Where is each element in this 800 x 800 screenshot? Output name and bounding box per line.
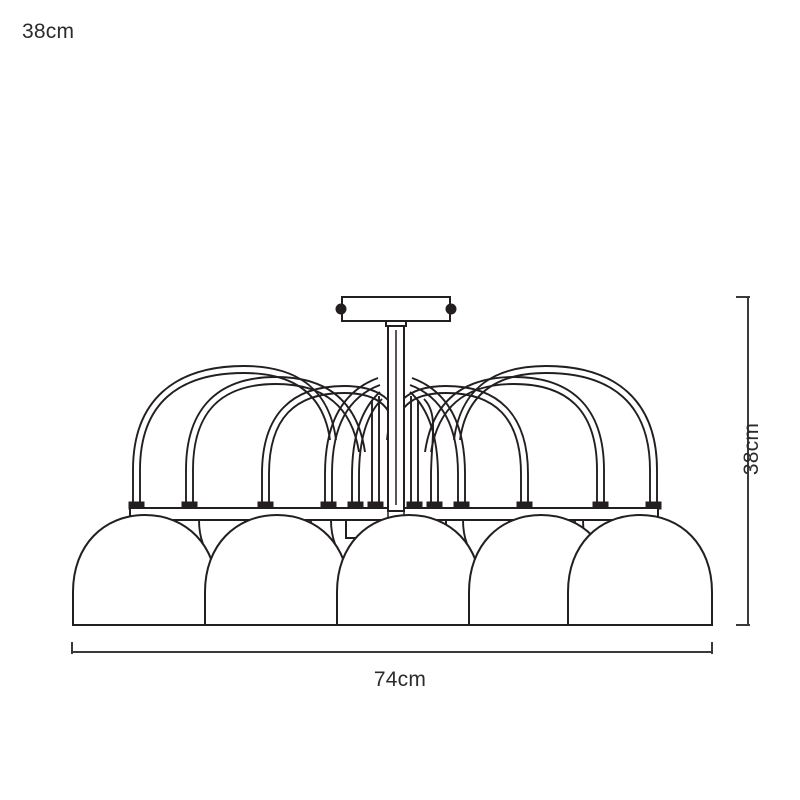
stem-and-ceiling-plate <box>335 296 457 512</box>
width-dimension-line <box>71 642 713 654</box>
corner-dimension-label: 38cm <box>22 20 75 43</box>
front-shade-row <box>72 513 713 626</box>
width-dimension-label: 74cm <box>373 668 427 691</box>
arched-arms-group <box>132 365 658 508</box>
height-dimension-label: 38cm <box>740 422 763 476</box>
height-dimension-line <box>736 296 750 626</box>
